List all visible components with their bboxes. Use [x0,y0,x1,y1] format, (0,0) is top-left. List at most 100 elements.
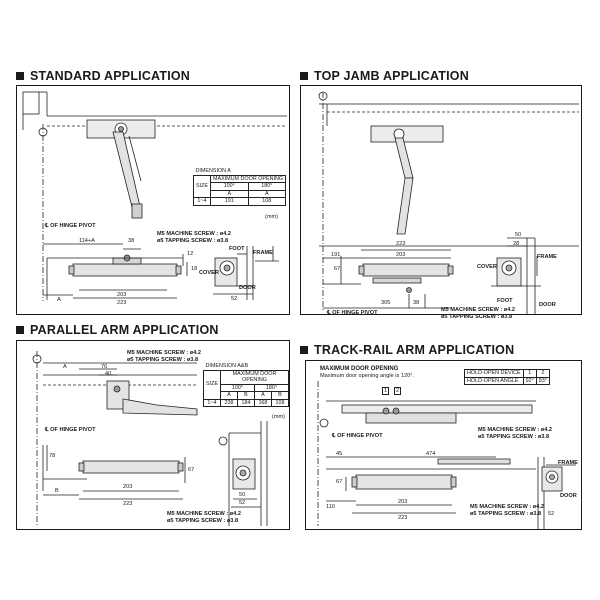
top-jamb-title-text: TOP JAMB APPLICATION [314,69,469,83]
door-label: DOOR [239,285,256,291]
parallel-title-text: PARALLEL ARM APPLICATION [30,323,219,337]
dimension-ab-title: DIMENSION A&B [205,363,249,369]
hinge-pivot-label: ℄ OF HINGE PIVOT [45,223,96,229]
callout-box: 2 [394,387,402,395]
dim-label: 50 [239,492,246,498]
size-value-cell: 1~4 [203,398,221,407]
size-value-cell: 1~4 [193,197,211,206]
dim-label: 203 [398,499,408,505]
hinge-pivot-label: ℄ OF HINGE PIVOT [332,433,383,439]
foot-label: FOOT [497,298,513,304]
track-rail-side [437,458,511,465]
screw-note: ø5 TAPPING SCREW : ø3.8 [127,357,199,363]
track-title-text: TRACK-RAIL ARM APPLICATION [314,343,515,357]
dim-label: 78 [49,453,56,459]
angle-180-header: 180° [247,182,287,191]
col-a-header: A [209,189,249,198]
col-header: B [270,391,290,400]
track-rail-top [341,404,533,414]
max-door-header: MAXIMUM DOOR OPENING [219,369,290,385]
screw-note: ø5 TAPPING SCREW : ø3.8 [441,314,513,320]
dim-label: A [57,297,61,303]
dim-label: 50 [515,232,522,238]
hinge-pivot-label: ℄ OF HINGE PIVOT [327,310,378,316]
angle-cell: 83° [535,376,550,385]
screw-note: M5 MACHINE SCREW : ø4.2 [127,350,201,356]
dim-label: 223 [117,300,127,306]
frame-label: FRAME [537,254,557,260]
track-panel: MAXIMUM DOOR OPENING Maximum door openin… [305,360,582,530]
dim-label: 67 [334,266,341,272]
angle-100-header: 100° [209,182,249,191]
closer-body-top [370,125,444,143]
max-opening-note: Maximum door opening angle is 120°. [320,373,414,379]
size-header: SIZE [193,174,211,198]
closer-body-side [82,460,180,474]
standard-section-title: STANDARD APPLICATION [16,69,190,83]
size-header: SIZE [203,369,221,400]
dim-label: 223 [398,515,408,521]
screw-note: M5 MACHINE SCREW : ø4.2 [157,231,231,237]
value-cell: 168 [253,398,272,407]
hold-angle-header: HOLD-OPEN ANGLE [464,376,524,385]
screw-note: M5 MACHINE SCREW : ø4.2 [441,307,515,313]
device-cell: 1 [522,369,537,378]
parallel-section-title: PARALLEL ARM APPLICATION [16,323,219,337]
door-label: DOOR [560,493,577,499]
col-header: A [219,391,238,400]
screw-note: M5 MACHINE SCREW : ø4.2 [167,511,241,517]
screw-note: M5 MACHINE SCREW : ø4.2 [470,504,544,510]
top-jamb-section-title: TOP JAMB APPLICATION [300,69,469,83]
dim-label: 203 [117,292,127,298]
frame-corner-shape [22,91,40,115]
screw-note: ø5 TAPPING SCREW : ø3.8 [478,434,550,440]
track-section-title: TRACK-RAIL ARM APPLICATION [300,343,514,357]
cover-label: COVER [477,264,497,270]
bullet-square-icon [16,72,24,80]
parallel-drawing [32,351,268,526]
dim-label: 203 [396,252,406,258]
max-door-header: MAXIMUM DOOR OPENING [209,174,287,183]
dim-label: 223 [123,501,133,507]
dim-label: 114+A [79,238,95,244]
col-header: A [253,391,272,400]
top-jamb-panel: 223 203 191 67 305 38 50 28 COVER FRAME … [300,85,582,320]
standard-drawing [22,91,287,301]
frame-label: FRAME [253,250,273,256]
dim-label: 191 [331,252,341,258]
door-label: DOOR [539,302,556,308]
closer-body-side [355,474,453,490]
foot-label: FOOT [229,246,245,252]
dim-label: 52 [548,511,555,517]
track-drawing [317,381,576,529]
dim-label: 38 [128,238,135,244]
top-jamb-drawing [318,91,579,314]
max-opening-title: MAXIMUM DOOR OPENING [320,366,399,372]
dim-label: 40 [105,371,112,377]
hinge-pivot-label: ℄ OF HINGE PIVOT [45,427,96,433]
dim-label: 67 [336,479,343,485]
dimension-a-title: DIMENSION A [195,168,231,174]
angle-180-header: 180° [253,383,290,392]
unit-label: (mm) [272,414,286,420]
bullet-square-icon [300,346,308,354]
value-cell: 108 [270,398,290,407]
dim-label: B [55,488,59,494]
standard-title-text: STANDARD APPLICATION [30,69,191,83]
angle-100-header: 100° [219,383,255,392]
hinge-pivot-symbol [319,418,329,428]
closer-body-side [72,263,178,277]
value-cell: 191 [209,197,249,206]
dim-label: 52 [239,500,246,506]
dim-label: 38 [413,300,420,306]
dim-label: 223 [396,241,406,247]
dim-label: 45 [336,451,343,457]
col-header: B [236,391,255,400]
dim-label: A [63,364,67,370]
bullet-square-icon [16,326,24,334]
arm-shape [112,131,142,212]
